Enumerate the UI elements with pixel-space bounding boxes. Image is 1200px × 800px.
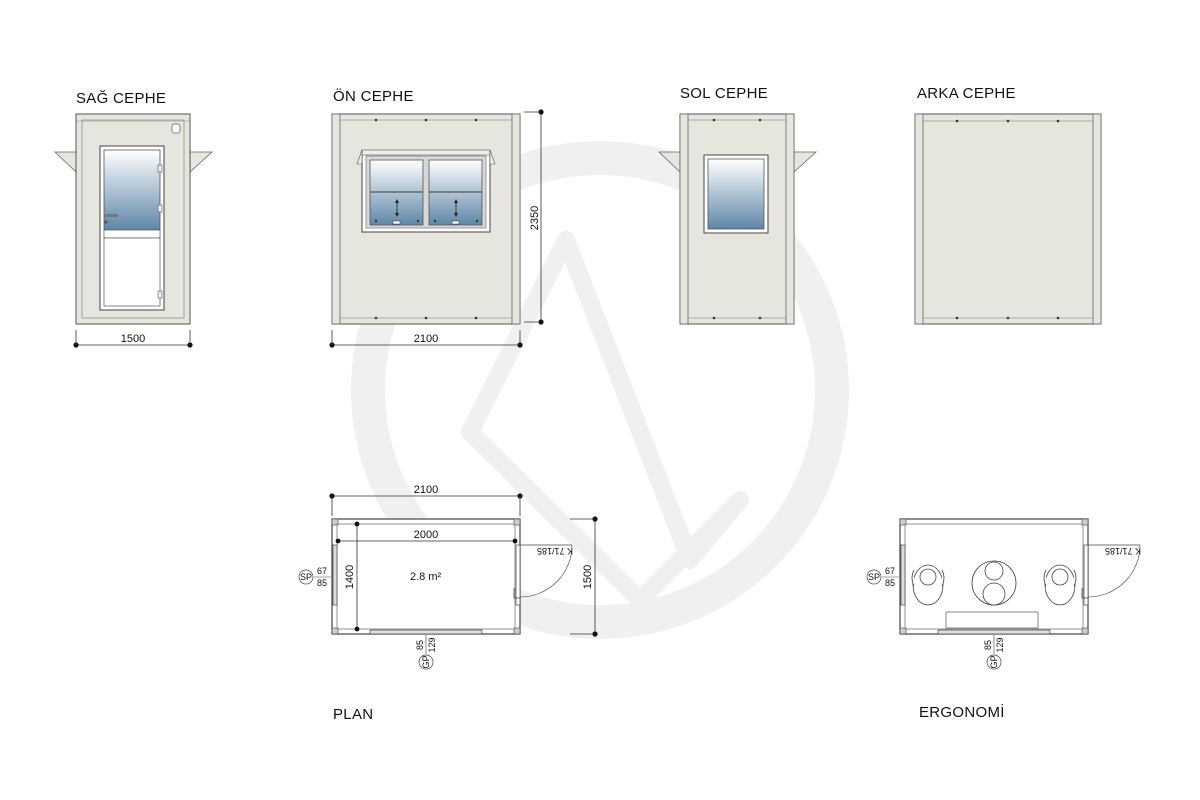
svg-text:GP: GP [421, 655, 431, 668]
plan-front-window [369, 629, 483, 635]
title-plan: PLAN [333, 706, 373, 723]
dim-plan-inner-depth: 1400 [344, 565, 356, 589]
plan-door-swing [513, 544, 573, 606]
svg-text:GP: GP [989, 655, 999, 668]
person-icon [911, 564, 945, 606]
dim-plan-inner-width: 2000 [414, 529, 438, 541]
right-canopy-right [189, 151, 214, 173]
ergo-door-tag: K 71/185 [1105, 546, 1141, 556]
dim-plan-outer-width: 2100 [414, 484, 438, 496]
svg-text:85: 85 [983, 640, 993, 650]
title-ergonomics: ERGONOMİ [919, 703, 1005, 721]
title-back-elevation: ARKA CEPHE [917, 85, 1016, 102]
person-icon [1043, 564, 1077, 606]
svg-text:67: 67 [317, 566, 327, 576]
ergo-gp-tag: GP 85 129 [983, 635, 1005, 670]
plan-area-label: 2.8 m² [410, 571, 442, 583]
dim-front-width: 2100 [414, 333, 438, 345]
right-canopy-left [54, 151, 77, 173]
ergonomics-view: K 71/185 SP 67 85 GP 85 129 [866, 518, 1141, 670]
front-window [356, 149, 496, 233]
back-elevation [914, 113, 1102, 325]
dim-plan-outer-depth: 1500 [582, 565, 594, 589]
plan-view: 2100 2000 1400 2.8 m² K 71/185 1500 SP [298, 484, 598, 670]
title-right-elevation: SAĞ CEPHE [76, 90, 166, 107]
title-front-elevation: ÖN CEPHE [333, 87, 414, 105]
door-lower-panel [103, 237, 161, 307]
left-window-glass [707, 158, 765, 230]
right-door [99, 145, 165, 311]
plan-door-tag: K 71/185 [537, 546, 573, 556]
svg-text:129: 129 [427, 637, 437, 652]
ergo-sp-tag: SP 67 85 [866, 566, 899, 588]
ergo-door-swing [1081, 544, 1141, 606]
svg-text:129: 129 [995, 637, 1005, 652]
dim-right-width: 1500 [121, 333, 145, 345]
svg-text:SP: SP [300, 572, 312, 582]
plan-side-window [332, 544, 338, 606]
door-glass [103, 149, 161, 231]
door-handle-icon [104, 214, 118, 217]
right-elevation: 1500 [54, 113, 214, 348]
left-elevation [658, 113, 818, 325]
right-light-icon [171, 123, 181, 134]
desk [945, 611, 1039, 629]
front-elevation: 2100 2350 [329, 109, 544, 348]
svg-text:85: 85 [317, 578, 327, 588]
plan-gp-tag: GP 85 129 [415, 635, 437, 670]
person-icon [971, 560, 1017, 606]
svg-text:SP: SP [868, 572, 880, 582]
svg-text:85: 85 [885, 578, 895, 588]
dim-front-height: 2350 [529, 206, 541, 230]
svg-text:85: 85 [415, 640, 425, 650]
title-left-elevation: SOL CEPHE [680, 85, 768, 102]
svg-text:67: 67 [885, 566, 895, 576]
plan-sp-tag: SP 67 85 [298, 566, 331, 588]
